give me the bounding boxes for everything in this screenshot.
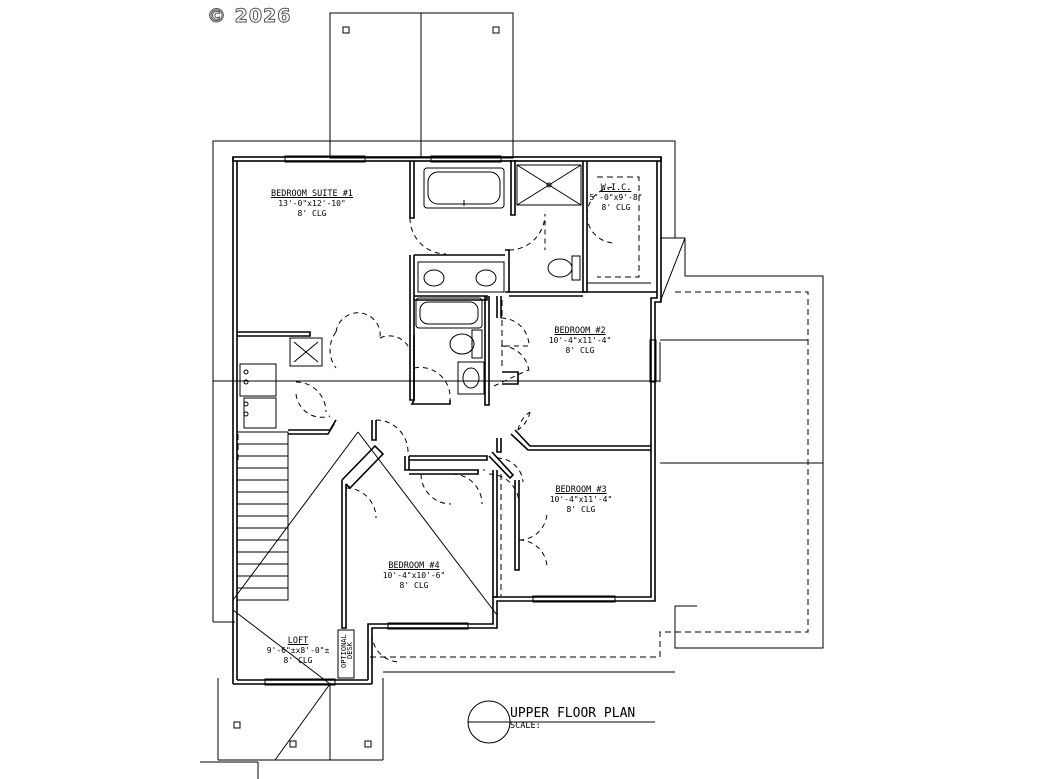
master-bath-fixtures [417, 164, 582, 293]
copyright-watermark: © 2026 [207, 5, 292, 28]
optional-desk-label: OPTIONAL DESK [340, 634, 354, 668]
room-dims: 10'-4"x10'-6" [382, 571, 446, 580]
stairs [232, 431, 498, 685]
room-dims: 9'-6"±x8'-0"± [266, 646, 330, 655]
door-swings [295, 186, 616, 663]
hall-bath-fixtures [415, 297, 485, 395]
room-name: BEDROOM #2 [554, 326, 606, 336]
optional-desk-box [337, 629, 355, 679]
closet-dashed-lines [237, 300, 503, 596]
room-label-bedroom-4: BEDROOM #4 10'-4"x10'-6" 8' CLG [369, 561, 459, 591]
room-name: LOFT [287, 636, 309, 646]
room-ceiling: 8' CLG [399, 581, 429, 590]
title-marker [467, 700, 655, 744]
room-ceiling: 8' CLG [566, 505, 596, 514]
outer-roof-outline [200, 140, 824, 779]
room-name: BEDROOM #4 [388, 561, 440, 571]
windows [264, 155, 657, 686]
room-label-bedroom-suite-1: BEDROOM SUITE #1 13'-0"x12'-10" 8' CLG [262, 189, 362, 219]
room-label-bedroom-2: BEDROOM #2 10'-4"x11'-4" 8' CLG [535, 326, 625, 356]
room-label-wic: W.I.C. 5'-0"x9'-8" 8' CLG [588, 183, 644, 213]
room-label-bedroom-3: BEDROOM #3 10'-4"x11'-4" 8' CLG [536, 485, 626, 515]
room-ceiling: 8' CLG [283, 656, 313, 665]
room-label-loft: LOFT 9'-6"±x8'-0"± 8' CLG [256, 636, 340, 666]
wic-shelving [587, 176, 651, 284]
room-dims: 5'-0"x9'-8" [589, 193, 643, 202]
plan-title: UPPER FLOOR PLAN [510, 706, 636, 721]
laundry-appliances [239, 337, 323, 429]
room-dims: 10'-4"x11'-4" [548, 336, 612, 345]
room-name: BEDROOM SUITE #1 [271, 189, 353, 199]
room-ceiling: 8' CLG [601, 203, 631, 212]
room-name: W.I.C. [600, 183, 632, 193]
plan-scale-label: SCALE: [510, 721, 541, 731]
top-roof-lines [329, 12, 514, 159]
room-dims: 10'-4"x11'-4" [549, 495, 613, 504]
garage-dashed-outline [370, 291, 823, 658]
exterior-walls [232, 156, 686, 685]
room-ceiling: 8' CLG [297, 209, 327, 218]
room-name: BEDROOM #3 [555, 485, 607, 495]
room-dims: 13'-0"x12'-10" [278, 199, 346, 208]
room-ceiling: 8' CLG [565, 346, 595, 355]
interior-walls [237, 160, 657, 629]
plan-title-block: UPPER FLOOR PLAN SCALE: [510, 706, 635, 731]
